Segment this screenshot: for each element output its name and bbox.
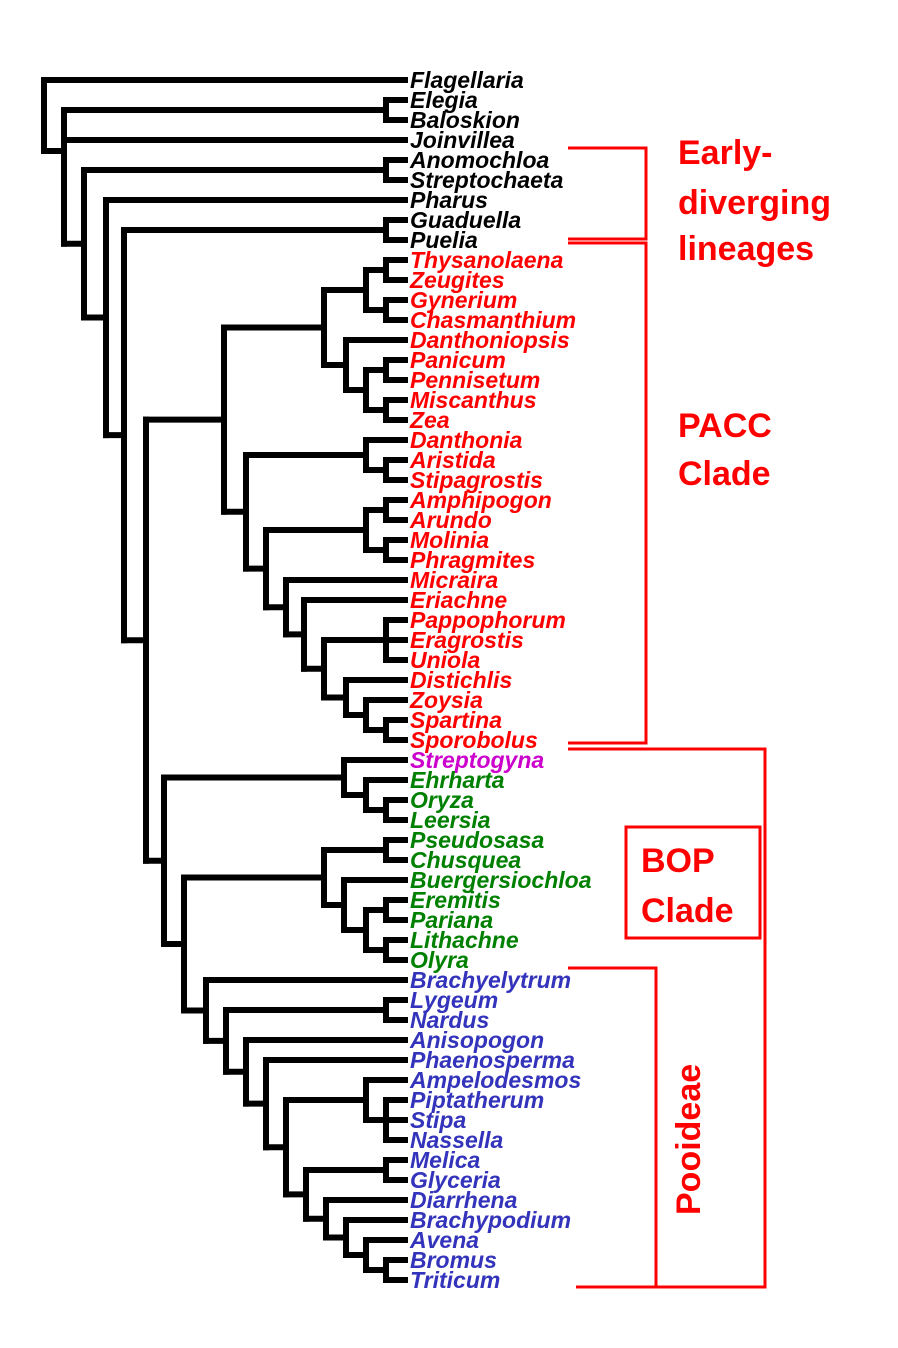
taxon-label-streptogyna: Streptogyna xyxy=(410,747,544,773)
taxon-label-brachyelytrum: Brachyelytrum xyxy=(410,967,571,993)
early-diverging-line-3: lineages xyxy=(678,230,814,268)
taxon-label-gynerium: Gynerium xyxy=(410,287,517,313)
taxon-label-lygeum: Lygeum xyxy=(410,987,498,1013)
taxon-label-sporobolus: Sporobolus xyxy=(410,727,538,753)
clade-labels: Early- diverging lineages PACC Clade BOP… xyxy=(641,134,840,1215)
pacc-bracket xyxy=(568,241,648,745)
taxon-label-melica: Melica xyxy=(410,1147,481,1173)
taxon-label-thysanolaena: Thysanolaena xyxy=(410,247,564,273)
bop-label: BOP Clade xyxy=(641,842,734,930)
taxon-labels: FlagellariaElegiaBaloskionJoinvilleaAnom… xyxy=(409,67,592,1293)
taxon-label-molinia: Molinia xyxy=(410,527,489,553)
taxon-label-stipa: Stipa xyxy=(410,1107,466,1133)
pooideae-label: Pooideae xyxy=(670,1064,708,1215)
taxon-label-distichlis: Distichlis xyxy=(410,667,512,693)
taxon-label-danthoniopsis: Danthoniopsis xyxy=(410,327,570,353)
taxon-label-pharus: Pharus xyxy=(410,187,488,213)
taxon-label-arundo: Arundo xyxy=(409,507,492,533)
early-diverging-line-1: Early- xyxy=(678,134,773,172)
bop-label-box xyxy=(624,825,762,940)
taxon-label-baloskion: Baloskion xyxy=(410,107,520,133)
taxon-label-zoysia: Zoysia xyxy=(409,687,483,713)
taxon-label-oryza: Oryza xyxy=(410,787,474,813)
taxon-label-diarrhena: Diarrhena xyxy=(410,1187,518,1213)
taxon-label-ehrharta: Ehrharta xyxy=(410,767,505,793)
taxon-label-eriachne: Eriachne xyxy=(410,587,507,613)
taxon-label-chasmanthium: Chasmanthium xyxy=(410,307,576,333)
early-diverging-bracket xyxy=(568,146,648,241)
taxon-label-uniola: Uniola xyxy=(410,647,480,673)
taxon-label-avena: Avena xyxy=(409,1227,479,1253)
taxon-label-miscanthus: Miscanthus xyxy=(410,387,537,413)
taxon-label-olyra: Olyra xyxy=(410,947,469,973)
taxon-label-anisopogon: Anisopogon xyxy=(409,1027,544,1053)
taxon-label-glyceria: Glyceria xyxy=(410,1167,501,1193)
taxon-label-pennisetum: Pennisetum xyxy=(410,367,540,393)
taxon-label-anomochloa: Anomochloa xyxy=(409,147,549,173)
taxon-label-lithachne: Lithachne xyxy=(410,927,519,953)
taxon-label-elegia: Elegia xyxy=(410,87,478,113)
pacc-label: PACC Clade xyxy=(678,407,781,493)
taxon-label-phragmites: Phragmites xyxy=(410,547,535,573)
taxon-label-ampelodesmos: Ampelodesmos xyxy=(409,1067,581,1093)
taxon-label-buergersiochloa: Buergersiochloa xyxy=(410,867,592,893)
taxon-label-nardus: Nardus xyxy=(410,1007,489,1033)
taxon-label-pappophorum: Pappophorum xyxy=(410,607,566,633)
clade-brackets xyxy=(568,146,767,1289)
taxon-label-danthonia: Danthonia xyxy=(410,427,523,453)
taxon-label-flagellaria: Flagellaria xyxy=(410,67,524,93)
taxon-label-zeugites: Zeugites xyxy=(409,267,505,293)
taxon-label-stipagrostis: Stipagrostis xyxy=(410,467,543,493)
bop-outer-bracket xyxy=(568,747,767,1289)
pacc-line-2: Clade xyxy=(678,455,771,493)
taxon-label-guaduella: Guaduella xyxy=(410,207,521,233)
early-diverging-line-2: diverging xyxy=(678,184,831,222)
taxon-label-panicum: Panicum xyxy=(410,347,506,373)
taxon-label-spartina: Spartina xyxy=(410,707,502,733)
bop-line-1: BOP xyxy=(641,842,714,880)
taxon-label-streptochaeta: Streptochaeta xyxy=(410,167,564,193)
taxon-label-nassella: Nassella xyxy=(410,1127,504,1153)
pooideae-bracket xyxy=(568,966,658,1289)
taxon-label-pseudosasa: Pseudosasa xyxy=(410,827,544,853)
taxon-label-pariana: Pariana xyxy=(410,907,493,933)
taxon-label-chusquea: Chusquea xyxy=(410,847,521,873)
tree-branches xyxy=(41,77,408,1283)
taxon-label-puelia: Puelia xyxy=(410,227,478,253)
taxon-label-leersia: Leersia xyxy=(410,807,491,833)
bop-line-2: Clade xyxy=(641,892,734,930)
pacc-line-1: PACC xyxy=(678,407,772,445)
taxon-label-aristida: Aristida xyxy=(409,447,496,473)
taxon-label-eremitis: Eremitis xyxy=(410,887,501,913)
early-diverging-label: Early- diverging lineages xyxy=(678,134,840,268)
taxon-label-brachypodium: Brachypodium xyxy=(410,1207,571,1233)
taxon-label-phaenosperma: Phaenosperma xyxy=(410,1047,575,1073)
taxon-label-micraira: Micraira xyxy=(410,567,498,593)
taxon-label-triticum: Triticum xyxy=(410,1267,500,1293)
taxon-label-eragrostis: Eragrostis xyxy=(410,627,524,653)
taxon-label-zea: Zea xyxy=(409,407,450,433)
taxon-label-amphipogon: Amphipogon xyxy=(409,487,552,513)
taxon-label-bromus: Bromus xyxy=(410,1247,497,1273)
taxon-label-piptatherum: Piptatherum xyxy=(410,1087,544,1113)
taxon-label-joinvillea: Joinvillea xyxy=(410,127,515,153)
